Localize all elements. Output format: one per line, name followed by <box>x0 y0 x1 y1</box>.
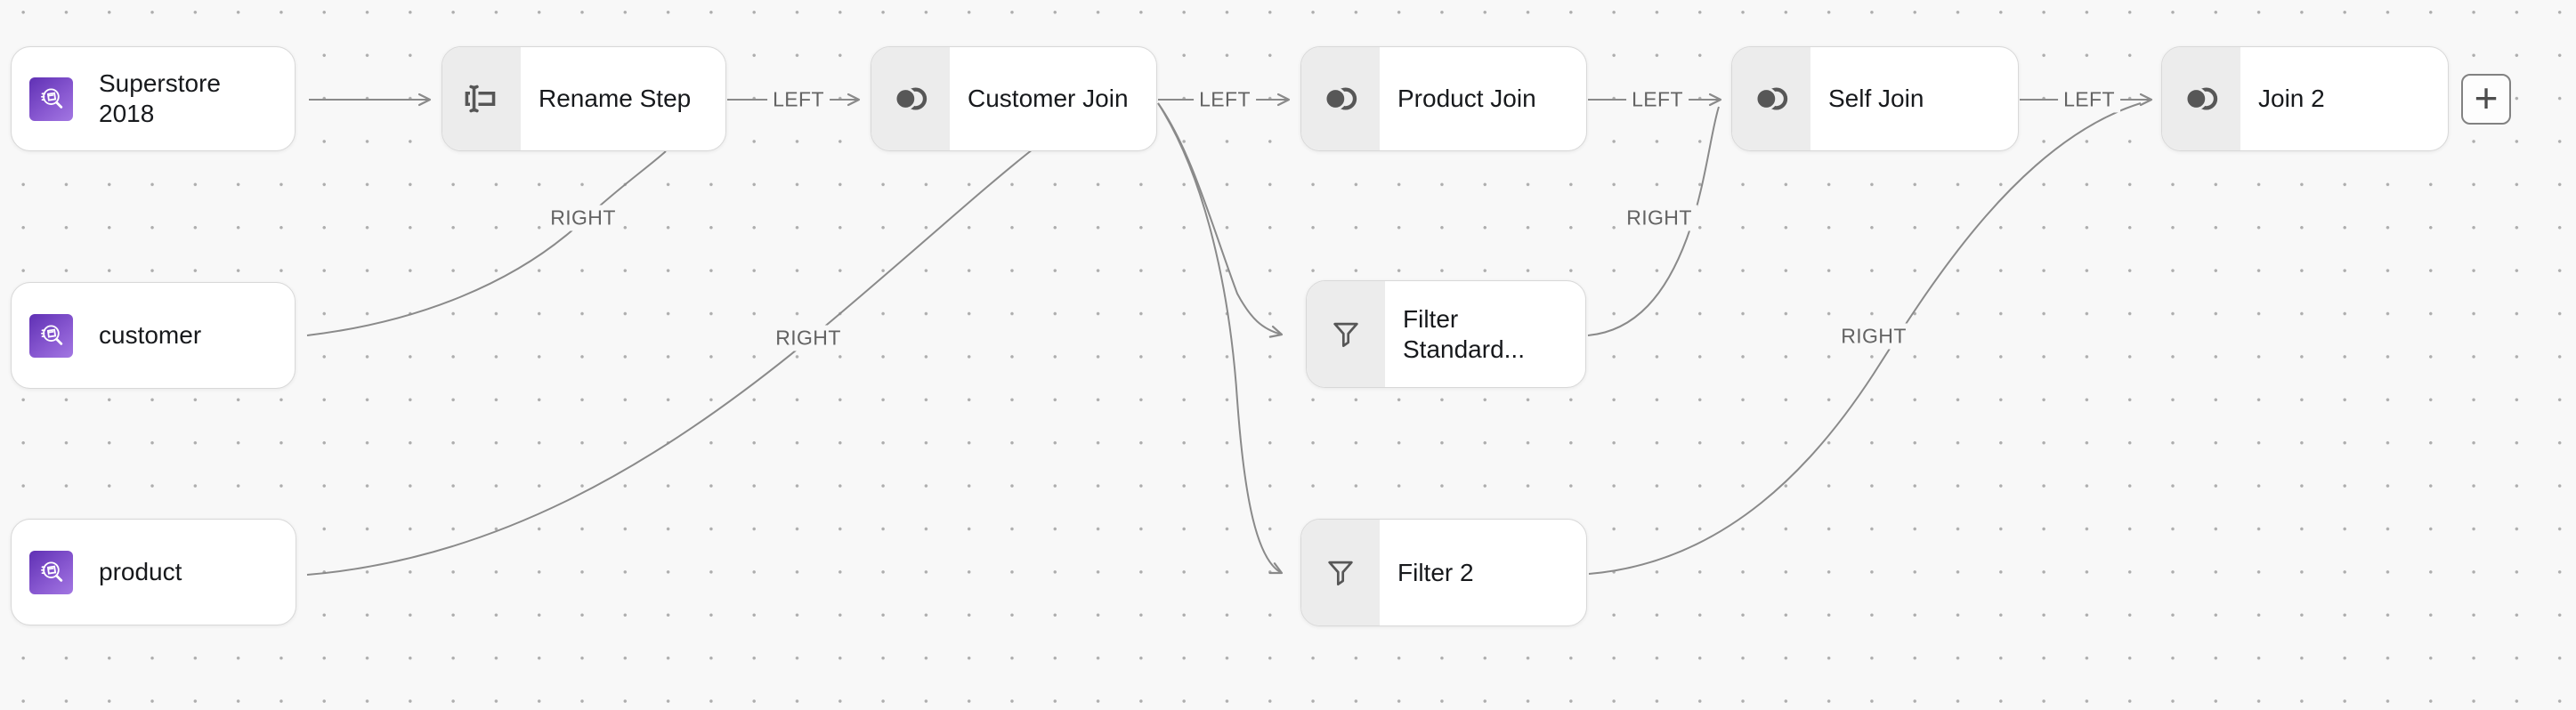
join-icon <box>1732 47 1810 150</box>
node-product[interactable]: product <box>11 519 296 625</box>
edge-label-right-4: RIGHT <box>1835 323 1912 350</box>
dataset-icon <box>29 550 73 594</box>
edge-filter-standard-to-self-join[interactable] <box>1587 106 1720 336</box>
dataset-icon <box>29 77 73 121</box>
filter-icon <box>1301 520 1380 625</box>
node-filter-standard[interactable]: Filter Standard... <box>1306 280 1586 388</box>
add-step-button[interactable]: + <box>2461 74 2511 125</box>
node-title: customer <box>99 321 202 349</box>
dataset-icon <box>29 313 73 358</box>
node-title: Customer Join <box>968 85 1129 112</box>
node-title: Superstore 2018 <box>99 69 221 127</box>
node-filter-2[interactable]: Filter 2 <box>1300 519 1587 626</box>
node-product-join[interactable]: Product Join <box>1300 46 1587 151</box>
node-title: Filter Standard... <box>1403 304 1525 363</box>
node-self-join[interactable]: Self Join <box>1731 46 2019 151</box>
join-icon <box>871 47 950 150</box>
edge-label-left-1: LEFT <box>767 86 830 113</box>
edge-label-right-2: RIGHT <box>770 325 847 351</box>
edge-label-right-1: RIGHT <box>545 205 621 231</box>
node-title: product <box>99 558 182 585</box>
node-rename-step[interactable]: Rename Step <box>441 46 726 151</box>
join-icon <box>2162 47 2240 150</box>
edge-product-to-customer-join[interactable] <box>306 149 1033 576</box>
edge-filter2-to-join2[interactable] <box>1588 102 2142 575</box>
node-title: Rename Step <box>539 85 692 112</box>
edge-label-left-2: LEFT <box>1194 86 1256 113</box>
filter-icon <box>1307 281 1385 387</box>
node-title: Product Join <box>1397 85 1536 112</box>
node-title: Join 2 <box>2258 85 2325 112</box>
edge-customer-join-to-filter2[interactable] <box>1157 102 1284 575</box>
node-superstore-2018[interactable]: Superstore 2018 <box>11 46 296 151</box>
edge-label-left-4: LEFT <box>2058 86 2120 113</box>
rename-icon <box>442 47 521 150</box>
edge-customer-to-rename[interactable] <box>306 150 667 336</box>
node-title: Filter 2 <box>1397 558 1474 586</box>
edge-label-left-3: LEFT <box>1626 86 1689 113</box>
node-join-2[interactable]: Join 2 <box>2161 46 2449 151</box>
node-customer-join[interactable]: Customer Join <box>871 46 1157 151</box>
join-icon <box>1301 47 1380 150</box>
edge-label-right-3: RIGHT <box>1621 205 1697 231</box>
plus-icon: + <box>2474 74 2499 121</box>
node-title: Self Join <box>1828 85 1924 112</box>
node-customer[interactable]: customer <box>11 282 296 389</box>
